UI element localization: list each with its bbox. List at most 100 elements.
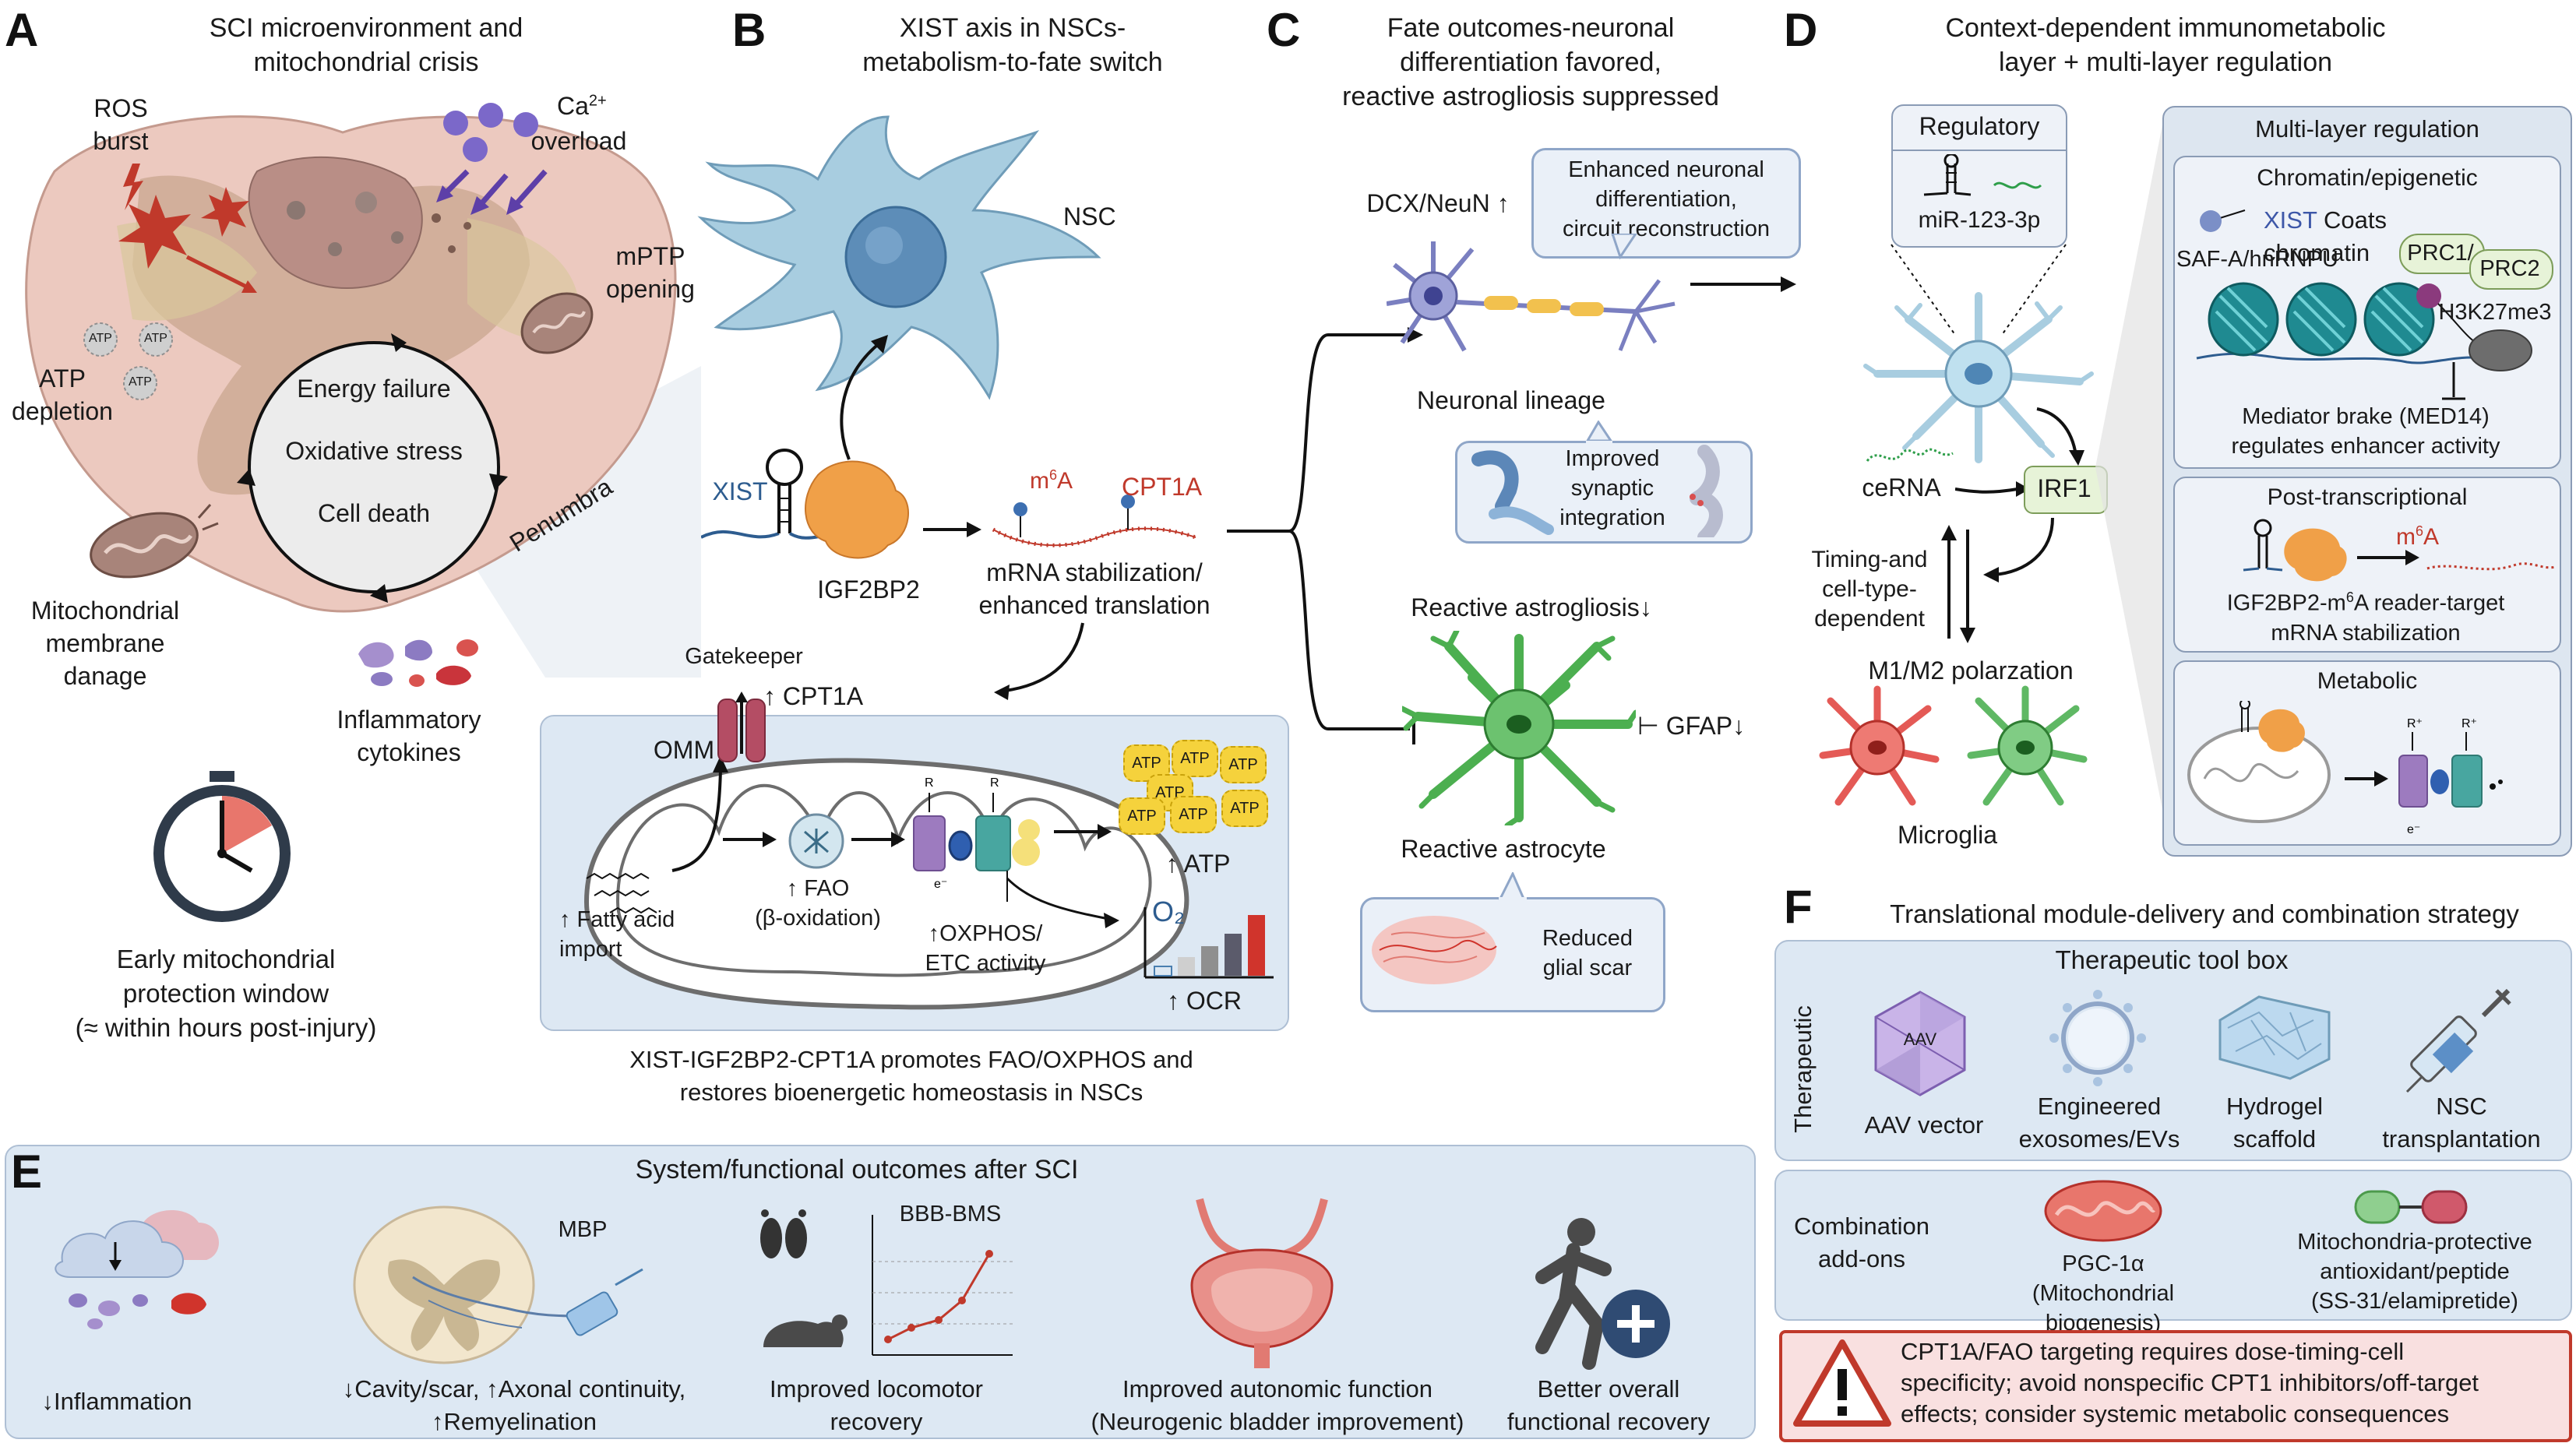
ca-text: Ca <box>557 92 589 120</box>
ros-burst-icon <box>118 187 257 293</box>
prc1-label: PRC1/ <box>2407 241 2474 266</box>
atp-burst: ATP <box>1170 796 1217 833</box>
mrna-strand <box>992 494 1196 547</box>
post-transcriptional-title: Post-transcriptional <box>2267 484 2468 510</box>
regulatory-divider <box>1893 150 2066 151</box>
ocr-label: ↑ OCR <box>1167 987 1242 1015</box>
gfap-text: GFAP <box>1665 712 1733 740</box>
panel-e-box <box>5 1145 1756 1439</box>
mirna-icon <box>1923 154 2042 196</box>
outcome-remyelination: ↓Cavity/scar, ↑Axonal continuity, ↑Remye… <box>342 1375 686 1435</box>
panel-letter-d: D <box>1784 4 1818 56</box>
cycle-cell-death: Cell death <box>317 499 431 527</box>
enhanced-neuronal-text: Enhanced neuronal differentiation, circu… <box>1563 157 1770 241</box>
post-transcriptional-diagram <box>2243 519 2556 582</box>
atp-chip-2: ATP <box>144 332 167 345</box>
ocr-bar-icon <box>1144 907 1274 979</box>
dcx-neun-label: DCX/NeuN ↑ <box>1352 187 1524 220</box>
bbb-bms-label: BBB-BMS <box>899 1202 1002 1227</box>
gfap-inhibit-icon: ⊢ <box>1637 712 1659 740</box>
mitochondrion-mptp-icon <box>520 292 594 354</box>
glial-scar-icon <box>1372 872 1527 984</box>
panel-letter-a: A <box>5 4 39 56</box>
pgc-label: PGC-1α (Mitochondrial biogenesis) <box>2032 1251 2175 1336</box>
panel-letter-b: B <box>732 4 766 56</box>
metabolic-title: Metabolic <box>2317 668 2418 694</box>
locomotor-icon <box>760 1209 1013 1356</box>
gfap-label: ⊢ GFAP↓ <box>1625 709 1757 742</box>
warning-text: CPT1A/FAO targeting requires dose-timing… <box>1901 1338 2479 1427</box>
svg-text:R: R <box>925 776 934 790</box>
spinal-cord-mbp-icon <box>353 1205 643 1364</box>
astrocyte-icon <box>1402 631 1636 825</box>
ca-label: Ca2+ <box>557 92 607 121</box>
panel-f-title: Translational module-delivery and combin… <box>1890 899 2519 928</box>
d-m6a-m: m <box>2396 524 2416 550</box>
ros-lightning-icon <box>123 164 143 210</box>
panel-a-title: SCI microenvironment and mitochondrial c… <box>209 13 523 77</box>
aav-inner-label: AAV <box>1903 1029 1937 1049</box>
m2-microglia-icon <box>1967 685 2088 806</box>
irf1-box <box>2024 466 2108 514</box>
neuron-icon <box>1387 234 1676 352</box>
atp-cluster: ATP ATP ATP ATP ATP ATP ATP <box>1115 740 1271 835</box>
bidirectional-arrows <box>1941 525 1975 643</box>
tool-hydrogel: Hydrogel scaffold <box>2225 1093 2324 1153</box>
outcome-autonomic: Improved autonomic function (Neurogenic … <box>1091 1375 1464 1435</box>
xist-chromatin-text: XIST <box>2264 206 2317 234</box>
damaged-mitochondrion-icon <box>90 504 219 579</box>
mir-label: miR-123-3p <box>1918 207 2041 233</box>
atp-burst: ATP <box>1172 740 1218 777</box>
mptp-label: mPTP opening <box>606 242 695 303</box>
igf-reader-sup: 6 <box>2345 590 2354 605</box>
xist-label: XIST <box>712 477 768 505</box>
arrow-c-to-d <box>1690 276 1796 292</box>
astrogliosis-label: Reactive astrogliosis↓ <box>1368 591 1695 624</box>
omm-label: OMM <box>653 736 715 764</box>
zoom-lines <box>1891 244 2067 336</box>
atp-chip-3: ATP <box>129 375 152 389</box>
m1m2-label: M1/M2 polarzation <box>1868 656 2074 685</box>
ca-overload-label: overload <box>530 127 627 155</box>
nsc-cell-icon <box>697 115 1101 400</box>
svg-text:R⁺: R⁺ <box>2461 717 2477 730</box>
combination-label: Combination add-ons <box>1793 1212 1930 1272</box>
cytokines-icon <box>358 639 478 687</box>
timing-label: Timing-and cell-type- dependent <box>1811 547 1928 632</box>
atp-burst: ATP <box>1119 797 1165 835</box>
fatty-acid-label: ↑ Fatty acid import <box>559 907 675 962</box>
mrna-stabilization-label: mRNA stabilization/ enhanced translation <box>978 558 1210 619</box>
d-m6a-label: m6A <box>2396 523 2439 551</box>
h3k27me3-label: H3K27me3 <box>2438 300 2552 325</box>
arrow-cerna-to-irf1 <box>1955 481 2030 497</box>
tool-exosome: Engineered exosomes/EVs <box>2018 1093 2180 1153</box>
reduced-scar-label: Reduced glial scar <box>1542 926 1633 980</box>
o2-label: O₂ <box>1152 896 1185 927</box>
mito-damage-label: Mitochondrial membrane danage <box>30 597 180 690</box>
aav-vector-icon <box>1874 991 1966 1096</box>
atp-depletion-label: ATP depletion <box>12 364 113 425</box>
dcx-text: DCX/NeuN <box>1366 189 1490 217</box>
warning-icon <box>1793 1339 1891 1427</box>
d-m6a-a: A <box>2423 524 2440 550</box>
panel-d-title: Context-dependent immunometabolic layer … <box>1945 13 2386 77</box>
mitochondrion-diagram: R R e⁻ <box>583 755 1189 1010</box>
cpt1a-gatekeeper-icon <box>717 692 766 762</box>
warning-box <box>1779 1330 2572 1442</box>
prc2-pill <box>2469 249 2553 290</box>
inflammation-icon <box>55 1209 220 1329</box>
antioxidant-label: Mitochondria-protective antioxidant/pept… <box>2297 1230 2532 1314</box>
panel-b-title: XIST axis in NSCs- metabolism-to-fate sw… <box>862 13 1163 77</box>
atp-burst: ATP <box>1220 746 1267 783</box>
xist-chromatin-label: XIST Coats chromatin <box>2264 204 2497 269</box>
igf-reader-b: A reader-target <box>2353 590 2505 616</box>
branch-arrows-b-to-c <box>1227 327 1423 744</box>
m6a-label: m6A <box>1030 467 1073 494</box>
m1-microglia-icon <box>1819 685 1940 806</box>
down-arrow-icon: ↓ <box>1639 593 1652 621</box>
arrow-mrna-to-mito <box>994 622 1084 700</box>
prc2-label: PRC2 <box>2479 256 2540 281</box>
arrow-igf-to-nsc <box>840 335 888 460</box>
arrow-microglia-to-irf1 <box>2036 407 2084 466</box>
chromatin-diagram <box>2196 209 2532 400</box>
